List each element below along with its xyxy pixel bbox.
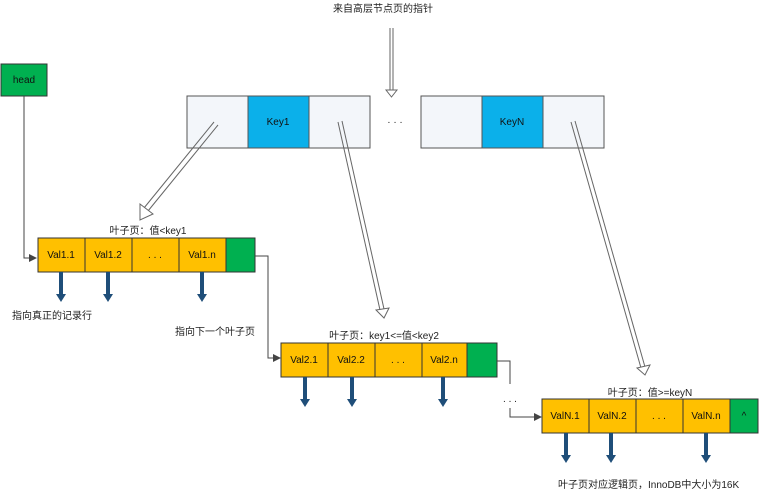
leaf-n-val-4: ValN.n — [691, 411, 720, 422]
leaf-1-caption: 叶子页：值<key1 — [110, 224, 187, 237]
leaf-n-cell-2 — [588, 398, 637, 434]
leaf-n-val-1: ValN.1 — [550, 411, 580, 422]
pointer-key1-left — [139, 121, 219, 221]
leaf-2-next-pointer — [466, 342, 498, 378]
leaf-1-next-pointer — [225, 237, 256, 273]
leaf-2-cell-3 — [374, 342, 423, 378]
leaf-n-cell-1 — [541, 398, 590, 434]
leaf-1-cell-3 — [131, 237, 180, 273]
internal-node-n: KeyN — [420, 95, 605, 149]
leaf-2-cell-4 — [421, 342, 468, 378]
leaf-n-end-pointer — [729, 398, 759, 434]
internal-node-1-key-label: Key1 — [267, 117, 290, 128]
leaf-n-caption: 叶子页：值>=keyN — [608, 386, 692, 399]
top-caption: 来自高层节点页的指针 — [333, 2, 433, 15]
leaf-page-2: Val2.1 Val2.2 . . . Val2.n — [280, 342, 498, 378]
leaf-2-record-arrows — [300, 377, 448, 407]
leaf-1-val-1: Val1.1 — [47, 250, 75, 261]
leaf-2-caption: 叶子页：key1<=值<key2 — [329, 329, 439, 342]
leaf-n-val-2: ValN.2 — [597, 411, 627, 422]
leaf-2-val-1: Val2.1 — [290, 355, 318, 366]
leaf-2-to-leaf-n-link-a — [497, 360, 511, 384]
internal-ellipsis: · · · — [387, 117, 403, 128]
leaf-1-val-4: Val1.n — [188, 250, 216, 261]
head-label: head — [13, 75, 35, 86]
head-pointer-line — [23, 96, 37, 262]
leaf-1-record-arrows — [56, 272, 207, 302]
leaf-2-cell-1 — [280, 342, 329, 378]
head-node — [0, 63, 48, 97]
leaf-n-val-3: . . . — [652, 411, 666, 422]
internal-node-1-right-pointer — [308, 95, 371, 149]
internal-node-n-key-label: KeyN — [500, 117, 524, 128]
leaf-n-record-arrows — [561, 433, 711, 463]
leaf-n-cell-3 — [635, 398, 684, 434]
bottom-label: 叶子页对应逻辑页，InnoDB中大小为16K — [558, 478, 739, 491]
pointer-key1-right — [337, 120, 390, 319]
leaf-1-to-leaf-2-link — [255, 255, 281, 362]
leaf-link-ellipsis: . . . — [503, 394, 517, 405]
internal-node-1-key — [247, 95, 310, 149]
internal-node-1: Key1 — [186, 95, 371, 149]
internal-node-n-right-pointer — [542, 95, 605, 149]
pointer-keyn-right — [570, 120, 651, 376]
leaf-1-cell-1 — [37, 237, 86, 273]
internal-node-n-left-pointer — [420, 95, 483, 149]
internal-node-1-left-pointer — [186, 95, 249, 149]
leaf-page-1: Val1.1 Val1.2 . . . Val1.n — [37, 237, 256, 273]
internal-node-n-key — [481, 95, 544, 149]
leaf-2-cell-2 — [327, 342, 376, 378]
leaf-2-to-leaf-n-link-b — [509, 408, 542, 421]
leaf-n-end-marker: ^ — [742, 411, 747, 422]
leaf-1-val-2: Val1.2 — [94, 250, 122, 261]
record-rows-label: 指向真正的记录行 — [12, 309, 92, 322]
leaf-2-val-3: . . . — [391, 355, 405, 366]
leaf-page-n: ValN.1 ValN.2 . . . ValN.n ^ — [541, 398, 759, 434]
leaf-2-val-4: Val2.n — [430, 355, 458, 366]
leaf-2-val-2: Val2.2 — [337, 355, 365, 366]
next-leaf-label: 指向下一个叶子页 — [175, 325, 255, 338]
leaf-1-val-3: . . . — [148, 250, 162, 261]
incoming-pointer-arrow — [384, 28, 399, 98]
